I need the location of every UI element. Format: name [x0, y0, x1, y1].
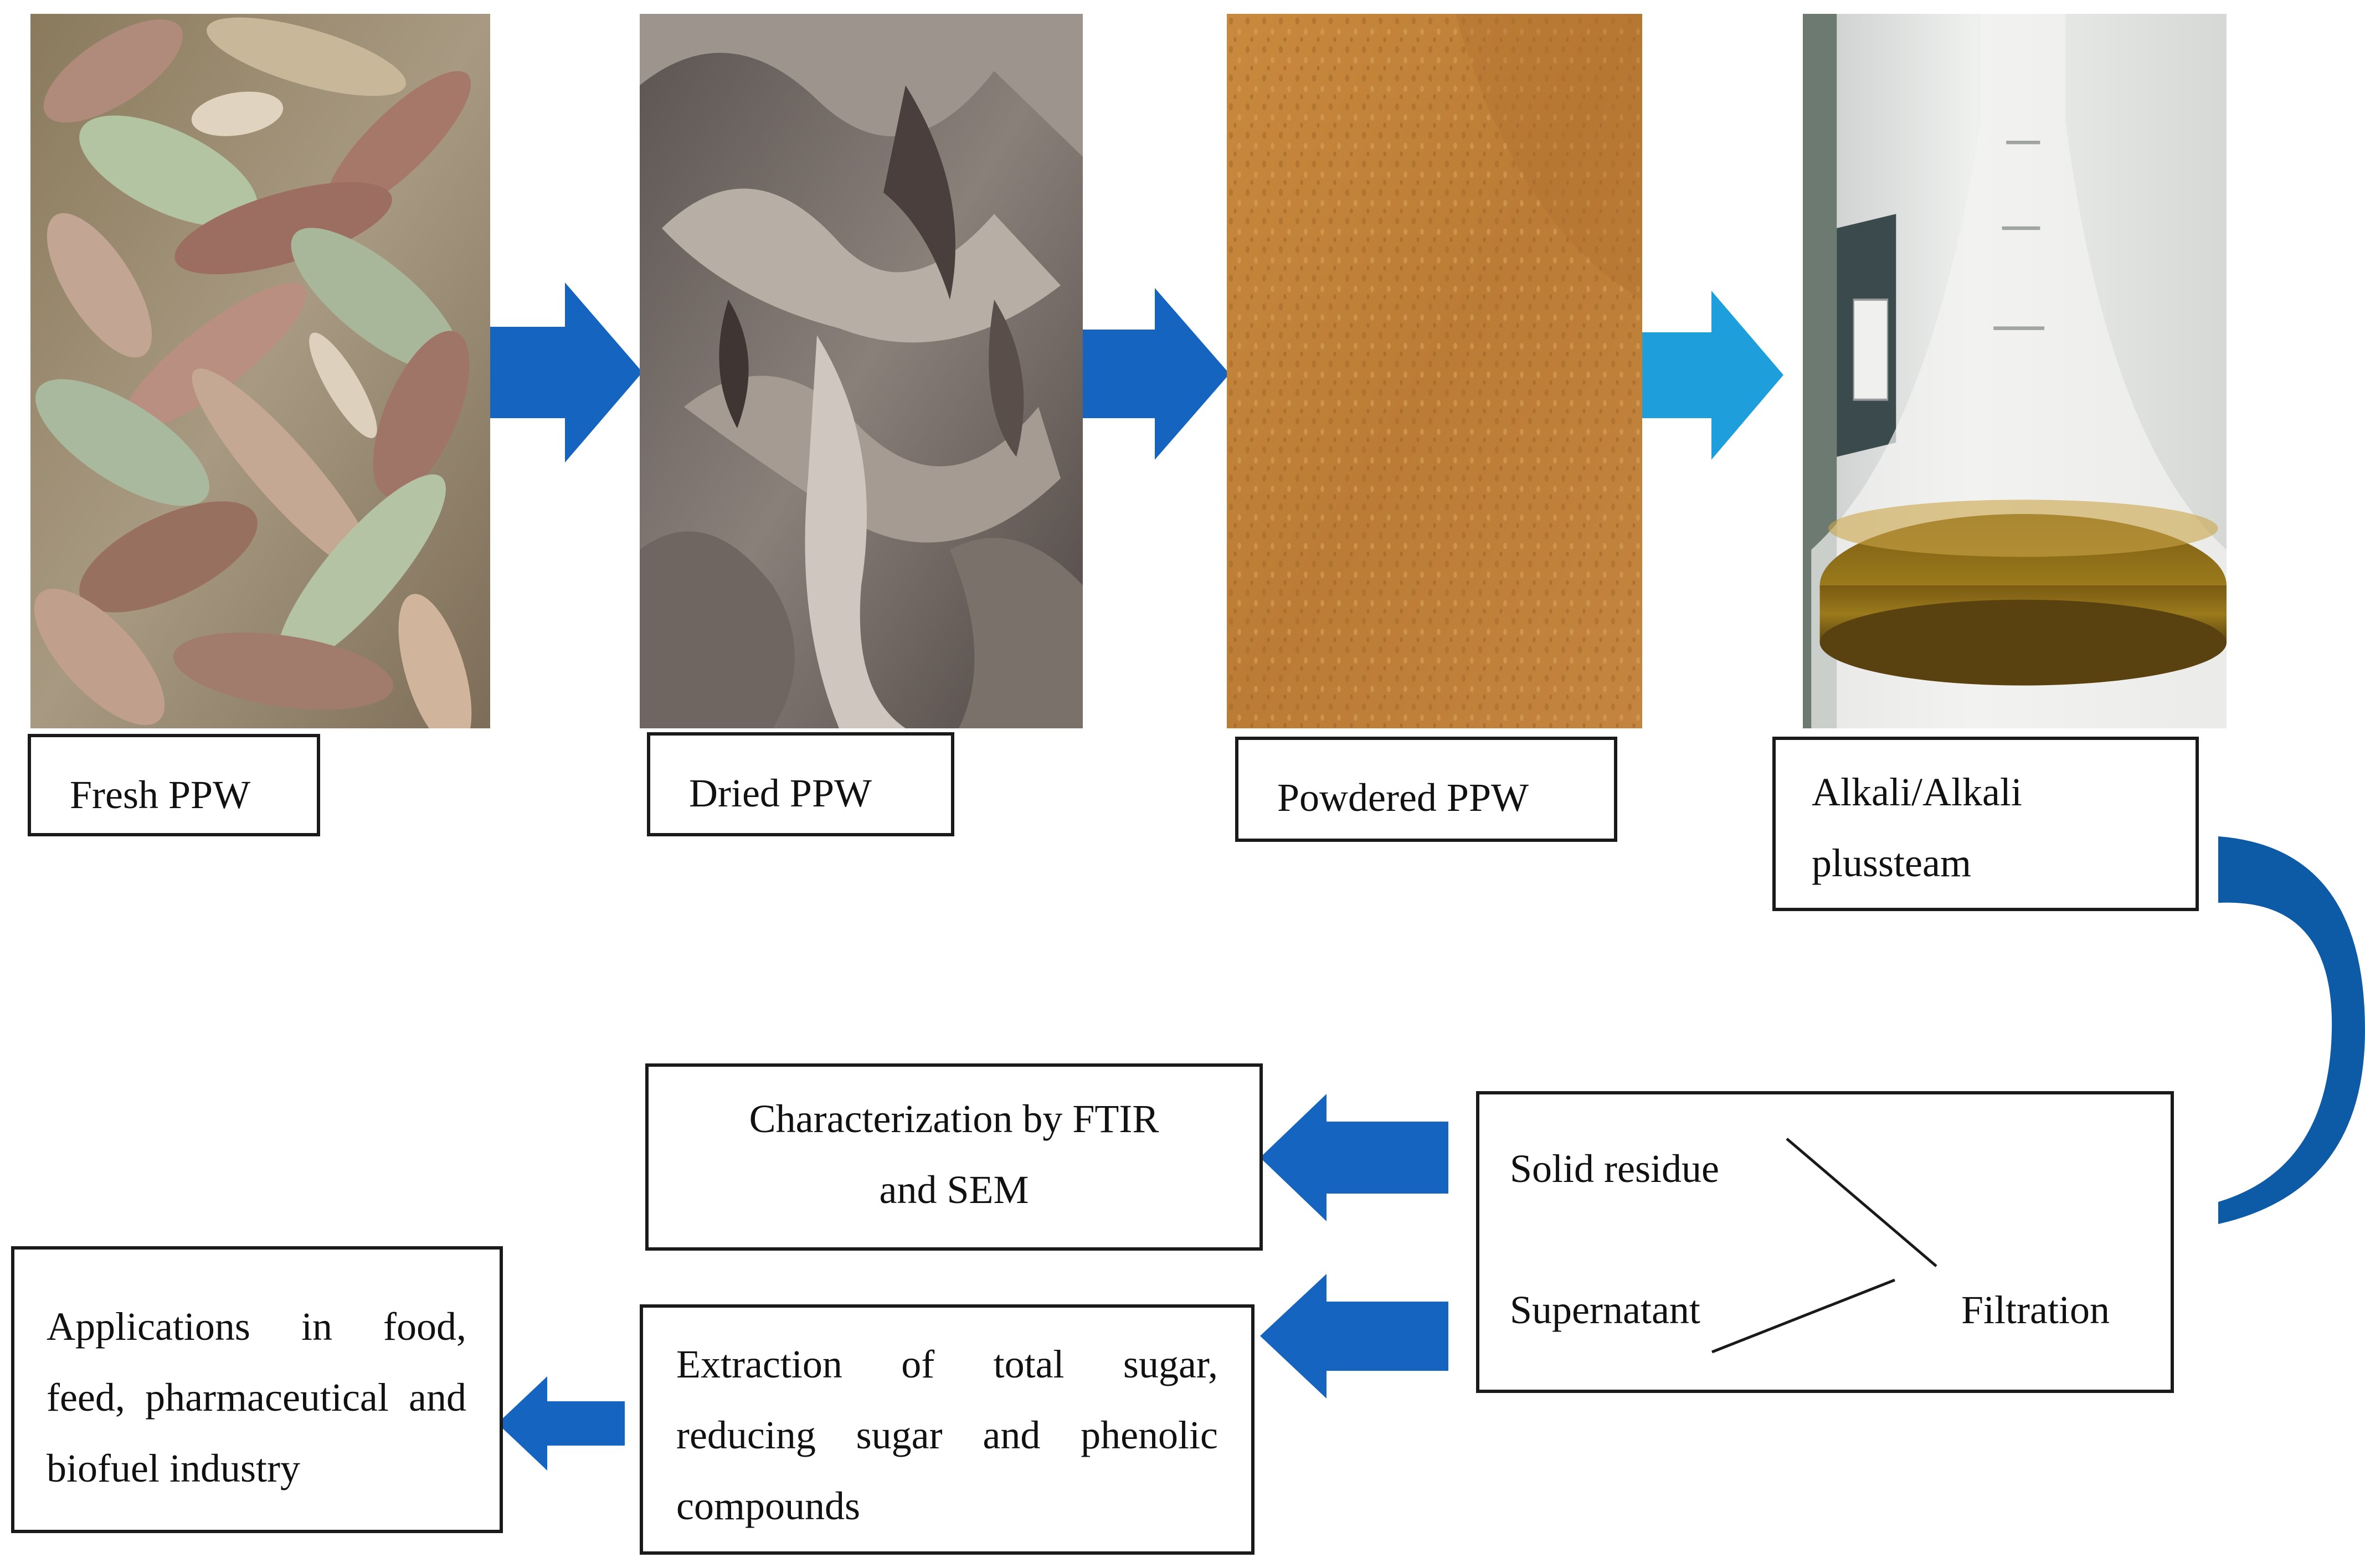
dried-ppw-photo [640, 14, 1083, 728]
fresh-ppw-photo [30, 14, 490, 728]
arrow-powdered-to-alkali [1642, 291, 1783, 460]
filtration-lines [1711, 1138, 1937, 1354]
arrow-to-extraction [1260, 1274, 1448, 1399]
alkali-flask-photo [1803, 14, 2227, 728]
characterization-line1: Characterization by FTIR [749, 1097, 1159, 1141]
arrow-dried-to-powdered [1083, 288, 1230, 460]
filtration-label: Filtration [1961, 1288, 2110, 1332]
arrow-to-applications [497, 1376, 625, 1471]
filtration-box: Solid residue Supernatant Filtration [1476, 1091, 2174, 1393]
fresh-ppw-label: Fresh PPW [70, 773, 251, 817]
solid-residue-label: Solid residue [1510, 1147, 1719, 1191]
arrow-to-characterization [1260, 1094, 1448, 1221]
characterization-box: Characterization by FTIR and SEM [645, 1063, 1263, 1251]
extraction-text: Extraction of total sugar, reducing suga… [676, 1342, 1218, 1529]
powdered-ppw-label: Powdered PPW [1277, 775, 1529, 820]
powdered-ppw-photo [1227, 14, 1642, 728]
applications-box: Applications in food, feed, pharmaceutic… [11, 1246, 503, 1533]
fresh-ppw-box: Fresh PPW [28, 734, 320, 836]
extraction-box: Extraction of total sugar, reducing suga… [640, 1304, 1255, 1555]
supernatant-label: Supernatant [1510, 1288, 1700, 1332]
alkali-label-line1: Alkali/Alkali [1812, 770, 2022, 814]
alkali-label-line2: plussteam [1812, 841, 1971, 886]
dried-ppw-box: Dried PPW [647, 732, 954, 836]
arrow-fresh-to-dried [490, 282, 642, 462]
alkali-box: Alkali/Alkali plussteam [1772, 737, 2199, 911]
curved-arrow-alkali-to-filtration [2207, 836, 2365, 1224]
characterization-line2: and SEM [879, 1168, 1029, 1212]
dried-ppw-label: Dried PPW [689, 771, 872, 815]
applications-text: Applications in food, feed, pharmaceutic… [47, 1304, 466, 1491]
powdered-ppw-box: Powdered PPW [1235, 737, 1617, 842]
